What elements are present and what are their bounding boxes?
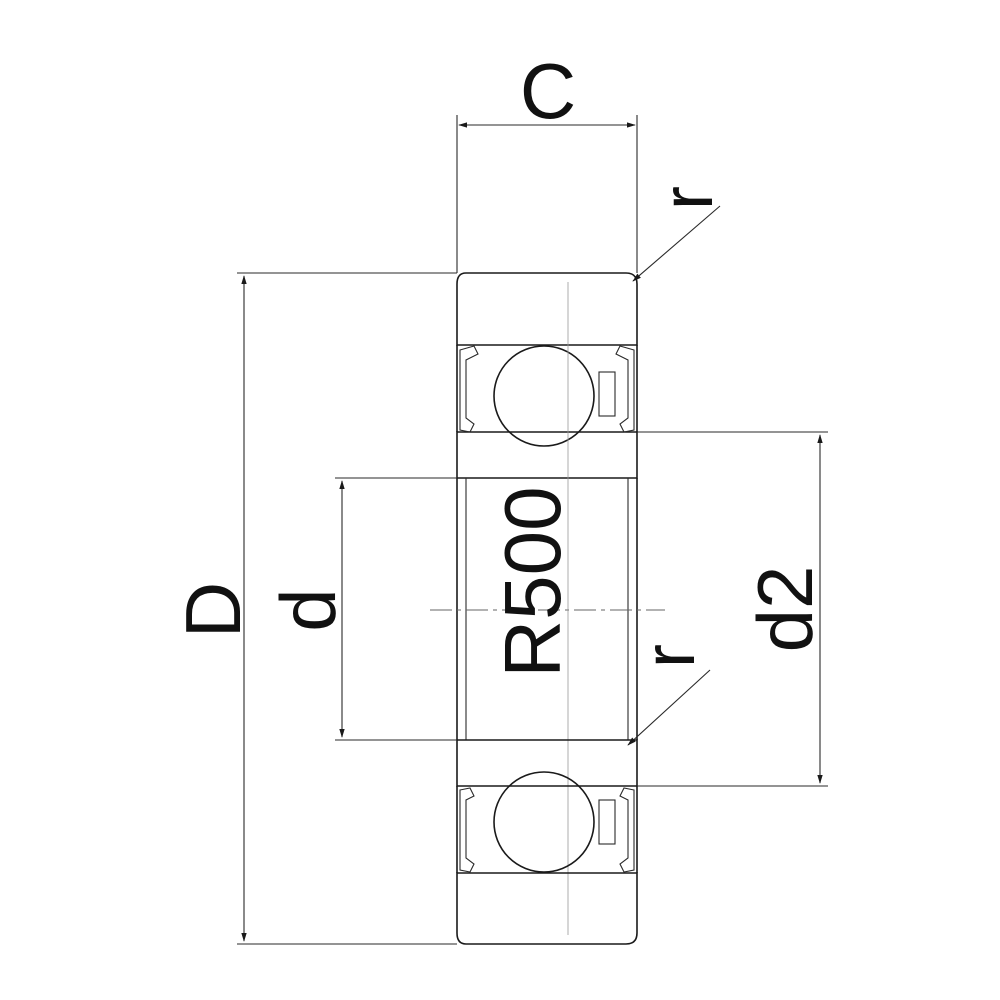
dimension-label-c: C [520, 47, 576, 135]
seal-left-lower [459, 787, 475, 873]
inner-ring-lower [456, 739, 638, 787]
seal-zone-lower [456, 786, 638, 873]
ball-upper [493, 345, 595, 447]
dimension-outer-diameter: D [169, 272, 457, 945]
cage-upper [598, 371, 616, 417]
chamfer-callout-mid: r [627, 644, 711, 746]
chamfer-label-top: r [648, 186, 728, 210]
model-label: R500 [488, 486, 577, 677]
ball-lower [493, 771, 595, 873]
cage-lower [598, 799, 616, 845]
seal-right-lower [619, 787, 635, 873]
seal-right-upper [615, 345, 635, 433]
chamfer-callout-top: r [632, 186, 728, 282]
dimension-shoulder-diameter: d2 [637, 431, 829, 787]
bore-area [430, 282, 665, 935]
dimension-c: C [456, 47, 638, 273]
seal-zone-upper [456, 345, 638, 432]
upper-section [456, 272, 638, 479]
outer-ring-upper [456, 272, 638, 346]
dimension-label-bore-diameter: d [264, 588, 352, 631]
inner-ring-upper [456, 431, 638, 479]
chamfer-label-mid: r [630, 644, 710, 668]
dimension-label-outer-diameter: D [169, 582, 257, 638]
dimension-bore-diameter: d [264, 477, 457, 741]
seal-left-upper [459, 345, 479, 433]
dimension-label-shoulder-diameter: d2 [741, 566, 829, 653]
lower-section [456, 739, 638, 945]
outer-ring-lower [456, 872, 638, 945]
